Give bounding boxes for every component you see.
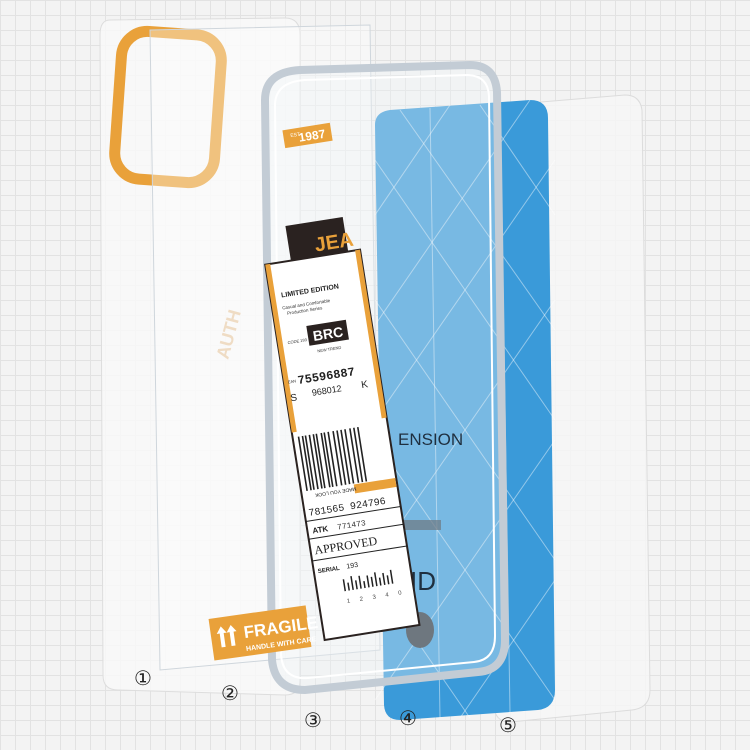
s-letter: S: [290, 392, 299, 404]
est-text: EST: [290, 132, 301, 139]
ean-prefix: EAN: [287, 378, 296, 384]
marker-4: ④: [399, 708, 417, 730]
sub-number: 968012: [311, 383, 342, 398]
brc-text: BRC: [312, 323, 344, 344]
k-letter: K: [360, 379, 369, 391]
tagline-2: Production Series: [287, 305, 324, 316]
code-text: CODE 193: [287, 337, 308, 345]
marker-3: ③: [304, 710, 322, 732]
blue-sheet-title: ENSION: [398, 430, 463, 449]
layer-markers: ① ② ③ ④ ⑤: [134, 668, 517, 737]
marker-5: ⑤: [499, 715, 517, 737]
up-arrows-icon: [216, 624, 237, 648]
trend-text: NEW TREND: [317, 345, 342, 354]
atk-label: ATK: [312, 524, 329, 535]
marker-1: ①: [134, 668, 152, 690]
marker-2: ②: [221, 683, 239, 705]
camera-ring: [109, 25, 227, 189]
serial-label: SERIAL: [318, 566, 341, 575]
atk-value: 771473: [337, 519, 367, 532]
blue-sheet-print: ENSION ID: [398, 430, 463, 596]
layer-1-clear-sheet: [99, 17, 301, 696]
barcode: [297, 427, 368, 492]
year: 1987: [298, 127, 327, 145]
product-label: EST 1987 JEA LIMITED EDITION Casual and …: [264, 122, 421, 642]
serial-value: 193: [346, 562, 359, 571]
